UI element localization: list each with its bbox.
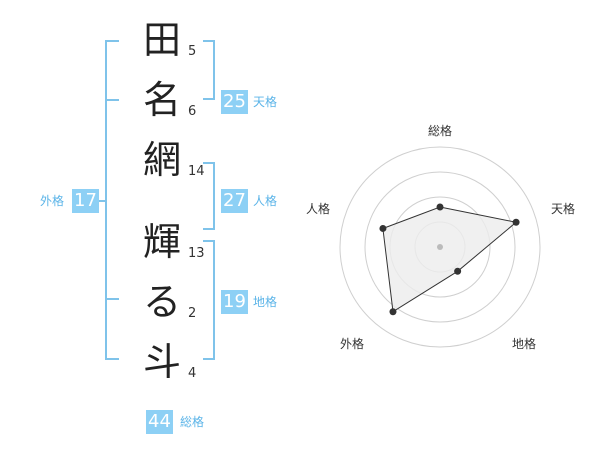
radar-ring (364, 171, 516, 323)
radar-ring (339, 146, 541, 348)
radar-point-3 (454, 267, 462, 275)
tenkaku-label: 天格 (253, 95, 278, 109)
radar-point-5 (379, 224, 387, 232)
stroke-count-6: 4 (188, 366, 197, 381)
radar-point-4 (389, 308, 397, 316)
name-character-5: る (142, 280, 181, 324)
stroke-count-3: 14 (188, 164, 205, 179)
jinkaku-label: 人格 (253, 194, 278, 208)
chikaku-label: 地格 (253, 295, 278, 309)
stroke-count-1: 5 (188, 44, 197, 59)
gaikaku-label: 外格 (40, 194, 65, 208)
stroke-count-2: 6 (188, 104, 197, 119)
name-character-1: 田 (142, 18, 181, 62)
radar-point-2 (512, 218, 520, 226)
radar-axis-label-chikaku: 地格 (511, 337, 536, 351)
chikaku-value: 19 (221, 290, 248, 314)
name-character-4: 輝 (142, 220, 181, 264)
gaikaku-value: 17 (72, 189, 99, 213)
name-character-2: 名 (142, 78, 181, 122)
name-character-6: 斗 (142, 340, 181, 384)
radar-center-dot (437, 244, 443, 250)
radar-axis-label-jinkaku: 人格 (305, 202, 330, 216)
stroke-count-5: 2 (188, 306, 197, 321)
radar-axis-label-soukaku: 総格 (427, 124, 452, 138)
name-character-3: 網 (142, 138, 181, 182)
soukaku-label: 総格 (180, 415, 205, 429)
radar-axis-label-gaikaku: 外格 (339, 337, 364, 351)
soukaku-value: 44 (146, 410, 173, 434)
radar-points (379, 203, 520, 316)
stroke-count-4: 13 (188, 246, 205, 261)
radar-axis-label-tenkaku: 天格 (550, 202, 575, 216)
radar-data-area (382, 206, 518, 313)
radar-point-1 (436, 203, 444, 211)
jinkaku-value: 27 (221, 189, 248, 213)
tenkaku-value: 25 (221, 90, 248, 114)
